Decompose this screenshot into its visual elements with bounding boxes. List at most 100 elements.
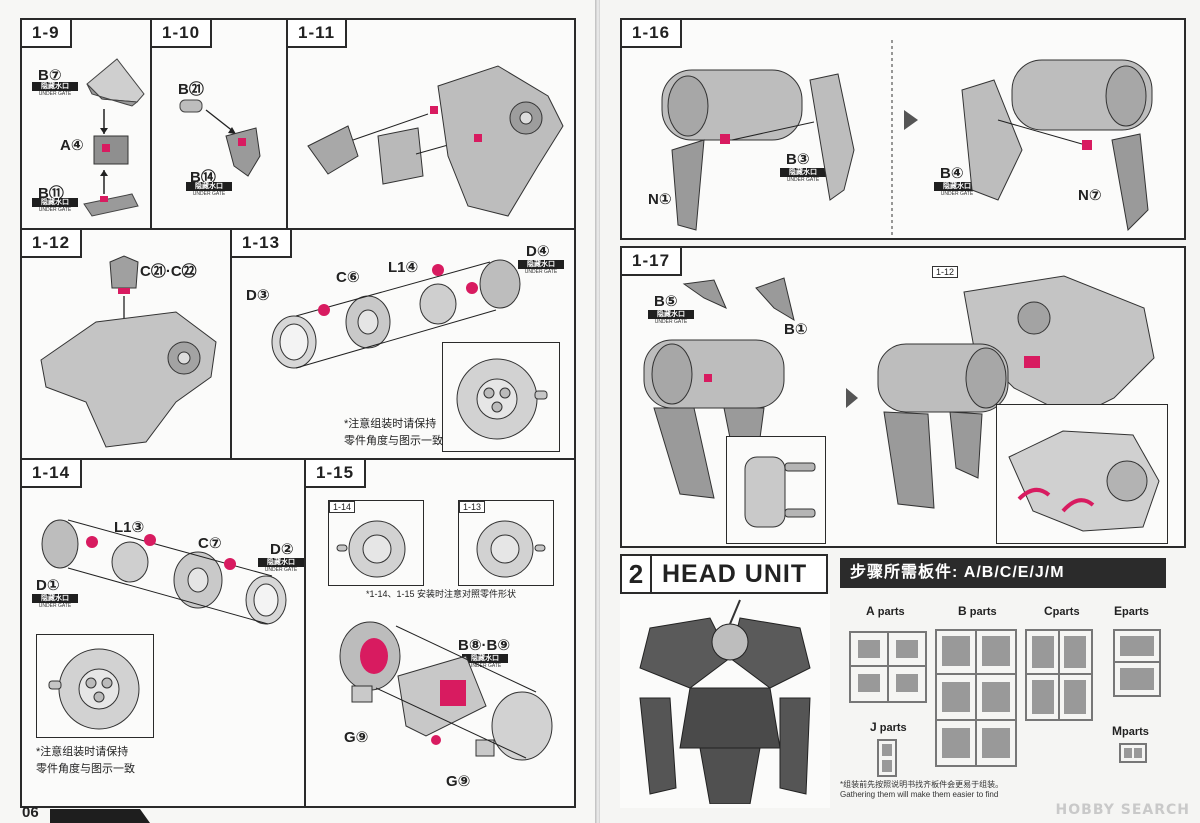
under-gate-badge: 隐藏水口 UNDER GATE [780, 168, 826, 183]
step-1-9-panel: 1-9 B⑦ 隐藏水口 UNDER GATE A④ B⑪ 隐藏水口 UNDER … [20, 18, 152, 230]
part-label: L1④ [388, 259, 419, 276]
watermark: HOBBY SEARCH [1055, 802, 1190, 818]
reference-inset-1-13: 1-13 [458, 500, 554, 586]
joint-detail-illustration [48, 648, 140, 730]
runner-list-panel: A parts B parts Cparts [830, 594, 1180, 808]
joint-detail-illustration [336, 520, 406, 578]
reference-tag: 1-14 [329, 501, 356, 513]
under-gate-badge: 隐藏水口 UNDER GATE [32, 594, 78, 609]
part-label: B⑪ [38, 185, 64, 202]
detail-inset [36, 634, 154, 738]
runner-label-e: Eparts [1114, 604, 1149, 618]
part-label: D③ [246, 287, 270, 304]
detail-inset [442, 342, 560, 452]
robot-head-illustration [639, 599, 811, 804]
under-gate-badge: 隐藏水口 UNDER GATE [462, 654, 508, 669]
runner-label-b: B parts [958, 604, 997, 618]
section-title: 2 HEAD UNIT [620, 554, 828, 594]
manual-page-left: 1-9 B⑦ 隐藏水口 UNDER GATE A④ B⑪ 隐藏水口 UNDER … [0, 0, 596, 823]
required-runners-bar: 步骤所需板件: A/B/C/E/J/M [840, 558, 1166, 588]
step-tag: 1-10 [152, 20, 213, 48]
reference-tag: 1-12 [932, 266, 959, 278]
part-label: N① [648, 191, 672, 208]
part-label: B① [784, 321, 808, 338]
under-gate-badge: 隐藏水口 UNDER GATE [32, 82, 78, 97]
under-gate-badge: 隐藏水口 UNDER GATE [934, 182, 980, 197]
torso-assembly-illustration [307, 65, 564, 217]
part-label: A④ [60, 137, 84, 154]
runner-label-c: Cparts [1044, 604, 1080, 618]
shoulder-joint-illustration [271, 259, 521, 369]
step-1-16-panel: 1-16 N① B③ 隐藏水口 UNDER GATE B④ 隐藏水口 UNDER… [620, 18, 1186, 240]
under-gate-badge: 隐藏水口 UNDER GATE [32, 198, 78, 213]
step-1-13-panel: 1-13 D③ C⑥ L1④ D④ 隐藏水口 UNDER GATE [230, 228, 576, 460]
part-illustration [179, 99, 261, 177]
step-tag: 1-15 [306, 460, 367, 488]
part-label: L1③ [114, 519, 145, 536]
joint-detail-illustration [476, 520, 546, 578]
shoulder-joint-illustration [41, 519, 287, 625]
step-1-12-panel: 1-12 C㉑·C㉒ [20, 228, 232, 460]
runner-m-icon [1119, 743, 1147, 763]
runner-label-m: Mparts [1112, 724, 1149, 738]
assembly-note: *注意组装时请保持 零件角度与图示一致 [36, 746, 135, 775]
step-tag: 1-11 [288, 20, 348, 48]
under-gate-badge: 隐藏水口 UNDER GATE [186, 182, 232, 197]
runner-a-icon [849, 631, 927, 703]
arm-detail-illustration [744, 456, 816, 528]
step-tag: 1-12 [22, 230, 83, 258]
section-number: 2 [622, 556, 652, 592]
manual-page-right: 1-16 N① B③ 隐藏水口 UNDER GATE B④ 隐藏水口 UNDER… [600, 0, 1200, 823]
under-gate-badge: 隐藏水口 UNDER GATE [648, 310, 694, 325]
part-illustration [83, 58, 145, 217]
part-label: B㉑ [178, 81, 204, 98]
footer-bar [0, 801, 596, 823]
runner-j-icon [877, 739, 897, 777]
step-1-11-panel: 1-11 [286, 18, 576, 230]
part-label: C⑦ [198, 535, 222, 552]
part-label: G⑨ [446, 773, 471, 790]
step-1-10-panel: 1-10 B㉑ B⑭ 隐藏水口 UNDER GATE [150, 18, 288, 230]
step-tag: 1-17 [622, 248, 683, 276]
torso-detail-illustration [1008, 430, 1160, 532]
head-base-illustration [40, 255, 217, 448]
head-unit-render-panel [620, 594, 830, 808]
reference-inset-1-14: 1-14 [328, 500, 424, 586]
part-label: N⑦ [1078, 187, 1102, 204]
step-tag: 1-16 [622, 20, 683, 48]
part-label: B⑦ [38, 67, 62, 84]
runner-b-icon [935, 629, 1017, 767]
step-1-17-panel: 1-17 B⑤ 隐藏水口 UNDER GATE B① 1-12 [620, 246, 1186, 548]
book-spine [595, 0, 601, 823]
joint-detail-illustration [456, 358, 548, 440]
under-gate-badge: 隐藏水口 UNDER GATE [518, 260, 564, 275]
section-name: HEAD UNIT [662, 560, 808, 588]
arm-assembly-illustration [661, 40, 1153, 238]
reference-note: *1-14、1-15 安装时注意对照零件形状 [366, 589, 517, 599]
part-label: G⑨ [344, 729, 369, 746]
part-label: B⑤ [654, 293, 678, 310]
step-1-14-panel: 1-14 L1③ C⑦ D② 隐藏水口 UNDER GATE D① 隐藏水口 U… [20, 458, 306, 808]
step-tag: 1-14 [22, 460, 83, 488]
part-label: D① [36, 577, 60, 594]
part-label: B④ [940, 165, 964, 182]
step-tag: 1-13 [232, 230, 293, 258]
runner-label-j: J parts [870, 720, 907, 734]
part-label: B③ [786, 151, 810, 168]
part-label: B⑧·B⑨ [458, 637, 511, 654]
under-gate-badge: 隐藏水口 UNDER GATE [258, 558, 304, 573]
part-label: D④ [526, 243, 550, 260]
runner-e-icon [1113, 629, 1161, 697]
page-number: 06 [22, 804, 39, 821]
gathering-note: *组装前先按照说明书找齐板件会更易于组装。 Gathering them wil… [840, 780, 1004, 799]
part-label: C㉑·C㉒ [140, 263, 197, 280]
reference-tag: 1-13 [459, 501, 486, 513]
runner-label-a: A parts [866, 604, 905, 618]
part-label: C⑥ [336, 269, 360, 286]
runner-c-icon [1025, 629, 1093, 721]
step-1-15-panel: 1-15 1-14 1-13 *1-14、1-15 安装时注意对照零件形状 B⑧… [304, 458, 576, 808]
detail-inset [726, 436, 826, 544]
assembly-note: *注意组装时请保持 零件角度与图示一致 [344, 418, 443, 447]
shoulder-block-illustration [339, 621, 553, 761]
part-label: B⑭ [190, 169, 216, 186]
